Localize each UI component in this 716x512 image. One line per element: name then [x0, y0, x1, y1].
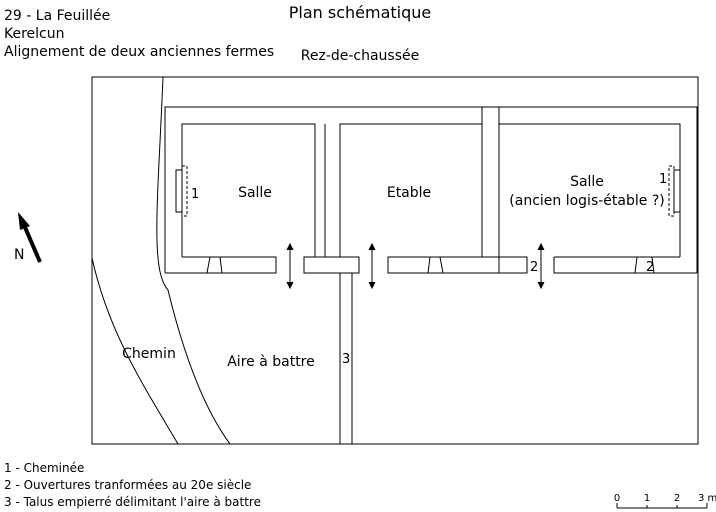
plan-title: Plan schématique: [289, 3, 432, 22]
window-splay-1: [206, 256, 223, 274]
chemin-right-edge: [156, 76, 231, 445]
scale-tick-3: 3 m: [698, 493, 716, 504]
chemin-left-edge: [91, 257, 179, 445]
marker-3: 3: [342, 352, 350, 367]
fireplace-left-dashed: [181, 165, 188, 217]
door-arrow-3: [537, 242, 545, 290]
legend-item-1: 1 - Cheminée: [4, 461, 84, 475]
south-wall-2: [387, 256, 500, 274]
window-splay-2: [427, 256, 444, 274]
scale-tick-0: 0: [614, 493, 620, 504]
fireplace-right-dashed: [668, 165, 675, 217]
door-arrow-2: [368, 242, 376, 290]
room-label-salle-right-sub: (ancien logis-étable ?): [509, 193, 664, 209]
marker-2-gap: 2: [530, 260, 538, 275]
marker-2-wall: 2: [646, 260, 654, 275]
south-wall-4: [553, 256, 697, 274]
plan-subtitle: Rez-de-chaussée: [301, 48, 420, 64]
marker-1-left: 1: [191, 187, 199, 202]
north-arrow-icon: [18, 212, 42, 263]
room-label-salle-right: Salle: [570, 174, 604, 190]
area-label-aire: Aire à battre: [227, 354, 315, 370]
header-line-1: 29 - La Feuillée: [4, 8, 110, 24]
talus-empierre: [339, 272, 353, 445]
south-wall-3: [498, 256, 528, 274]
scale-tick-1: 1: [644, 493, 650, 504]
window-splay-3: [634, 256, 655, 274]
salle-right-inner: [498, 123, 681, 257]
fireplace-right: [673, 169, 681, 213]
door-arrow-1: [286, 242, 294, 290]
south-wall-pier: [303, 256, 360, 274]
room-label-etable: Etable: [387, 185, 431, 201]
header-line-3: Alignement de deux anciennes fermes: [4, 44, 274, 60]
legend-item-3: 3 - Talus empierré délimitant l'aire à b…: [4, 495, 261, 509]
south-wall-1: [165, 256, 277, 274]
room-label-salle-left: Salle: [238, 185, 272, 201]
marker-1-right: 1: [659, 172, 667, 187]
north-label: N: [14, 247, 24, 263]
legend-item-2: 2 - Ouvertures tranformées au 20e siècle: [4, 478, 251, 492]
area-label-chemin: Chemin: [122, 346, 176, 362]
scale-bar: [616, 503, 708, 509]
site-frame: [91, 76, 699, 445]
building-outer-wall-left: [164, 106, 698, 273]
header-line-2: Kerelcun: [4, 26, 65, 42]
scale-tick-2: 2: [674, 493, 680, 504]
fireplace-left: [175, 169, 183, 213]
